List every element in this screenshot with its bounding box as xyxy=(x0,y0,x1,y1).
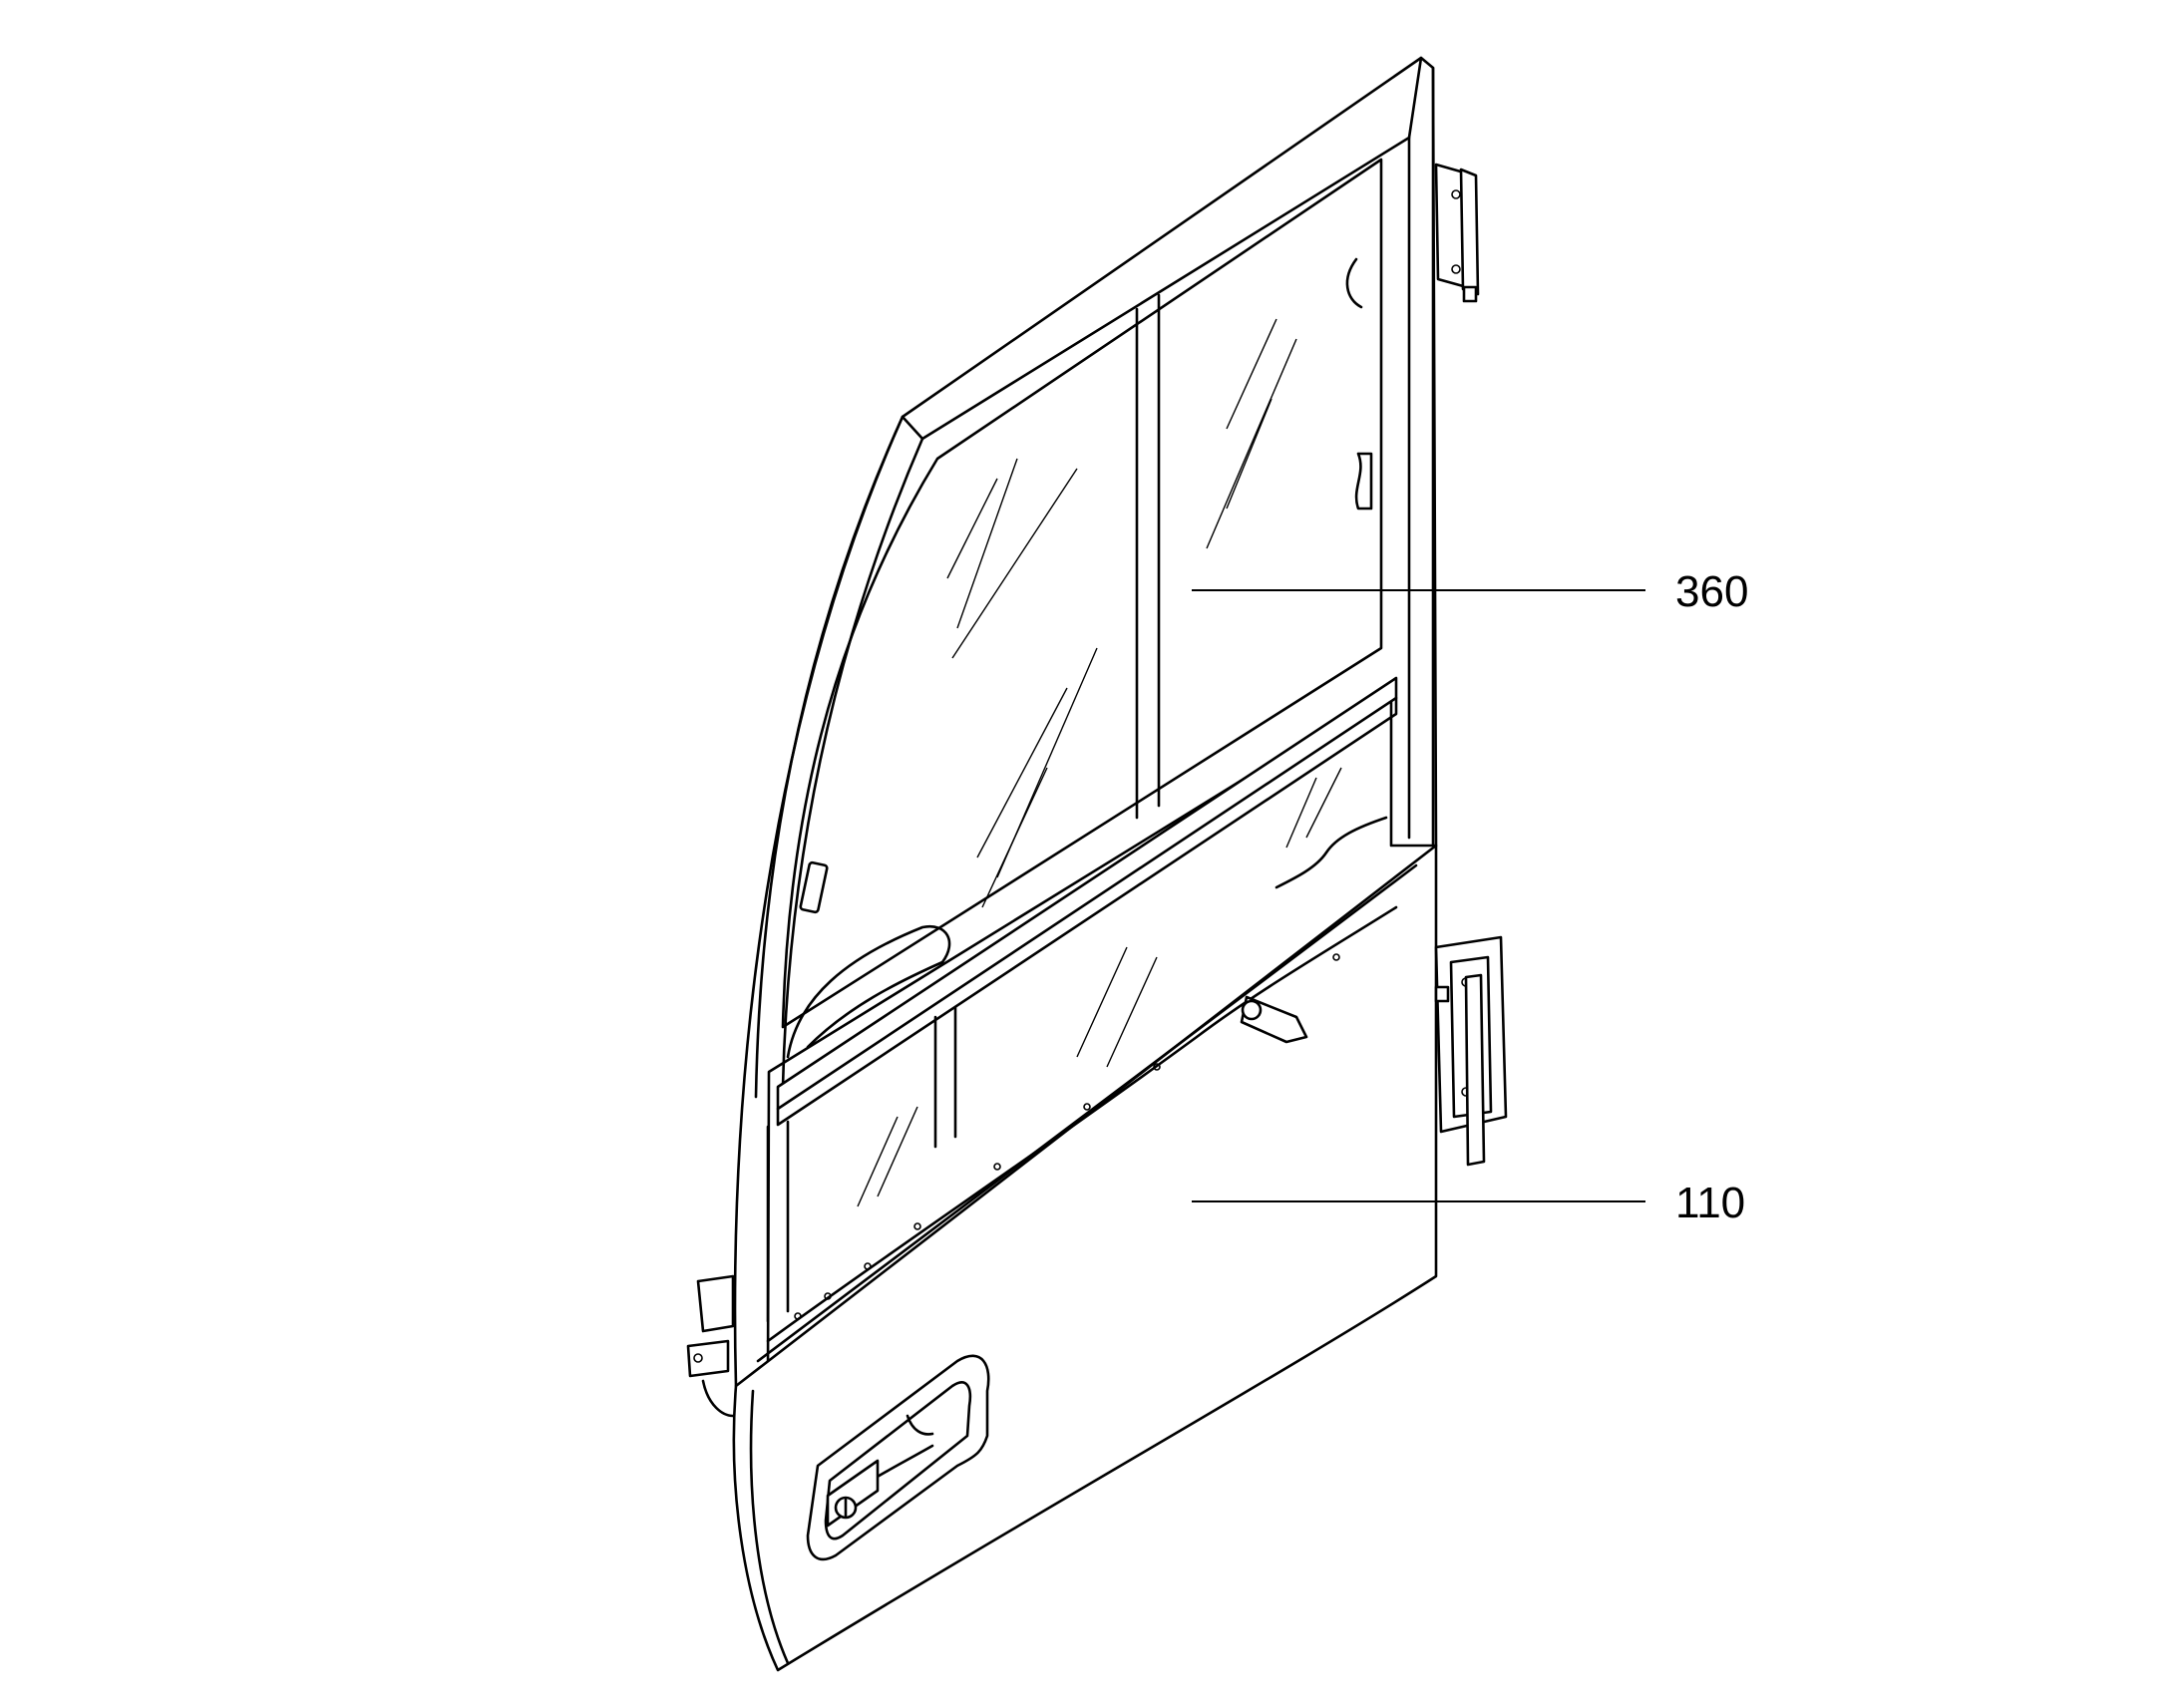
door-handle xyxy=(806,1354,990,1561)
door-latch xyxy=(686,1274,735,1418)
lower-hinge xyxy=(1434,935,1508,1167)
callout-110: 110 xyxy=(1192,1179,1745,1227)
callout-label-110: 110 xyxy=(1675,1179,1745,1227)
glass-pane xyxy=(857,318,1342,1207)
upper-hinge xyxy=(1434,163,1480,303)
callout-label-360: 360 xyxy=(1675,567,1748,616)
door-panel xyxy=(732,844,1438,1672)
window-frame xyxy=(733,56,1438,1388)
callout-360: 360 xyxy=(1192,567,1748,616)
